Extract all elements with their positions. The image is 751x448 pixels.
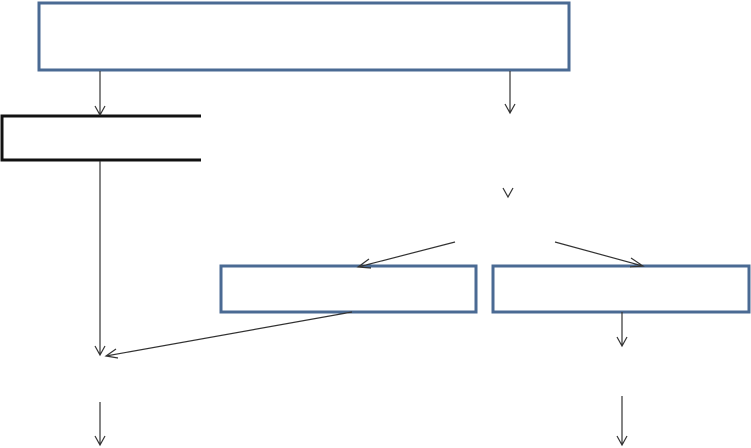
- top-box: [37, 1, 571, 72]
- arrow-mid-right-down: [616, 312, 628, 348]
- arrowhead-decision: [502, 187, 514, 199]
- arrow-bottom-left: [94, 402, 106, 447]
- mid-left-box-frame: [219, 264, 478, 314]
- arrow-mid-left-to-merge: [104, 311, 353, 359]
- arrow-left-to-merge: [94, 161, 106, 357]
- connectors: [94, 71, 645, 447]
- top-box-frame: [37, 1, 571, 72]
- left-box-frame: [0, 114, 201, 162]
- arrow-decision-to-mid-right: [554, 241, 645, 268]
- mid-right-box: [491, 264, 751, 314]
- mid-right-box-frame: [491, 264, 751, 314]
- arrow-top-to-left: [94, 71, 106, 117]
- arrow-top-to-right: [504, 71, 516, 115]
- mid-left-box: [219, 264, 478, 314]
- arrow-bottom-right: [616, 396, 628, 447]
- arrow-decision-to-mid-left: [356, 241, 456, 269]
- left-box: [0, 114, 201, 162]
